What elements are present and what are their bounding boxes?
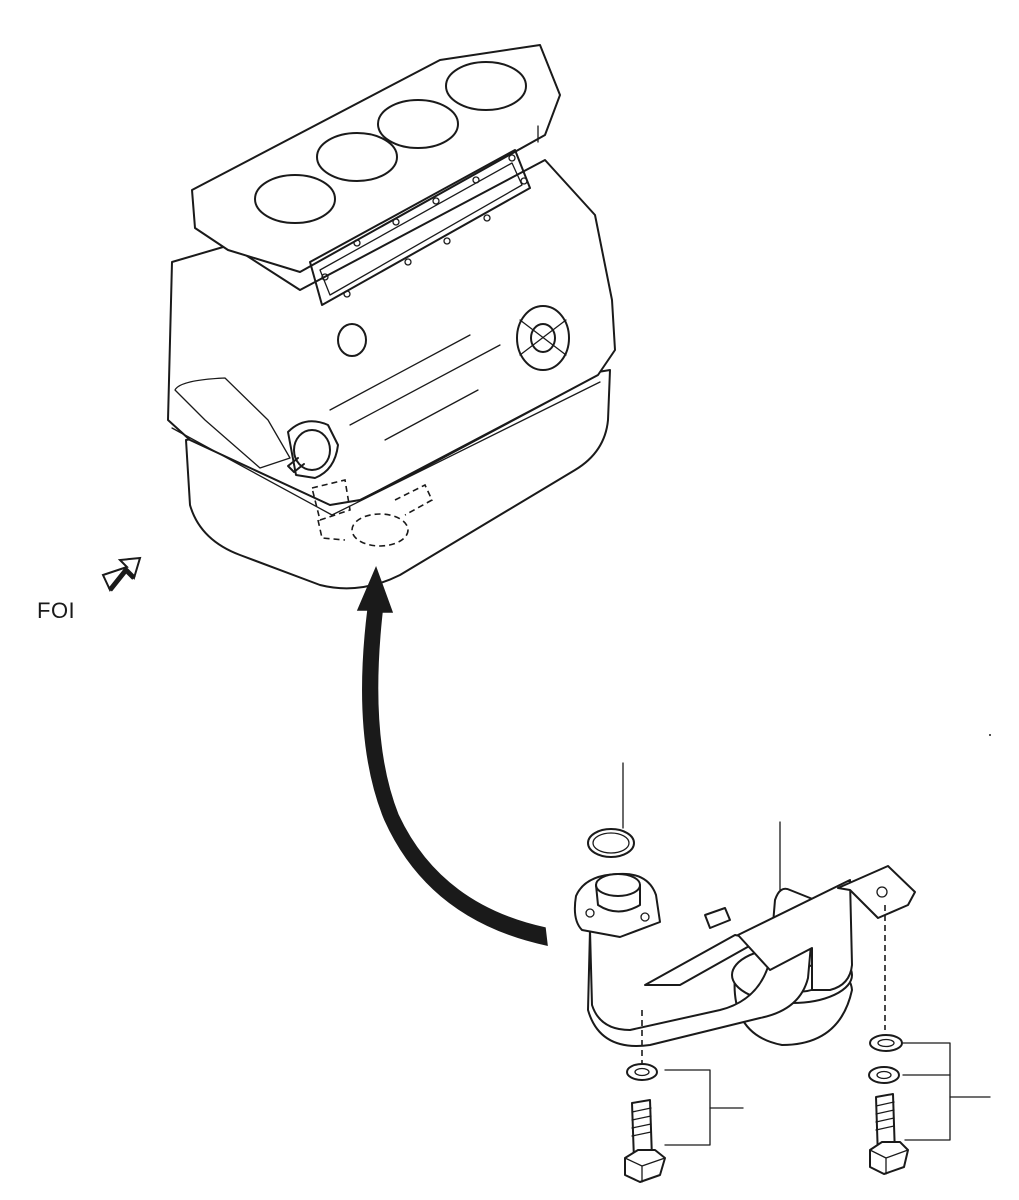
front-direction-arrow-icon <box>101 556 142 592</box>
cylinder-bore-3 <box>377 99 459 149</box>
side-cover-plate <box>309 149 531 306</box>
bolt-washer-set-right <box>868 1034 991 1175</box>
engine-block <box>167 44 616 590</box>
crankshaft-boss <box>516 305 570 371</box>
oil-pump <box>287 420 339 479</box>
cylinder-bore-2 <box>316 132 398 182</box>
cylinder-bore-4 <box>445 61 527 111</box>
o-ring <box>587 762 635 858</box>
cylinder-bore-1 <box>254 174 336 224</box>
cylinder-head-deck <box>191 44 561 273</box>
cover-bolts <box>321 154 528 298</box>
front-direction-label: FOI <box>37 598 76 623</box>
oil-strainer-assembly <box>573 821 916 1065</box>
installation-arrow <box>356 565 548 946</box>
bolt-washer-set-left <box>624 1063 744 1183</box>
strainer-location-hidden <box>311 479 434 547</box>
small-boss <box>337 323 367 357</box>
